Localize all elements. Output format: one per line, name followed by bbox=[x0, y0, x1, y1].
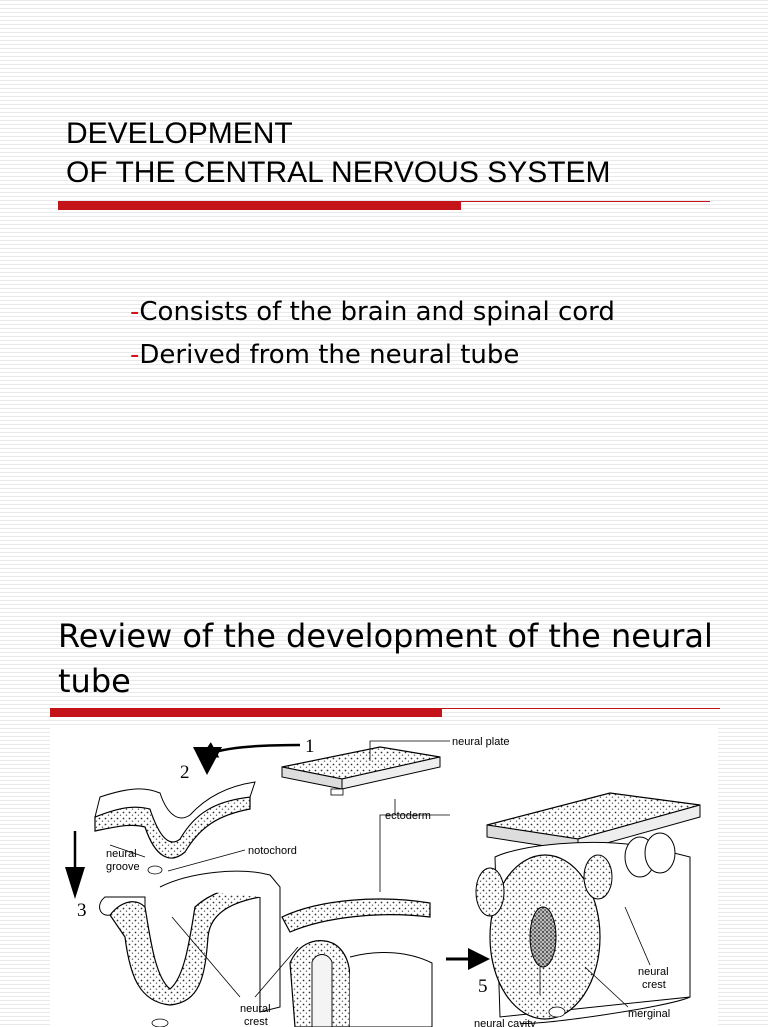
closing-tube-stage bbox=[99, 870, 281, 1027]
label-neural-plate: neural plate bbox=[452, 736, 510, 748]
neural-tube-diagram: 1 2 3 5 neural plate ectoderm notochord … bbox=[50, 727, 718, 1027]
step-arrow-2 bbox=[193, 747, 222, 775]
step-number: 1 bbox=[305, 736, 315, 757]
slide-title-line-1: DEVELOPMENT bbox=[66, 117, 293, 150]
label-neural-crest-right-2: crest bbox=[642, 979, 666, 991]
neural-tube-forming-stage bbox=[281, 898, 433, 1027]
neural-tube-stage bbox=[475, 792, 701, 1025]
step-number: 2 bbox=[180, 762, 190, 783]
label-neural-groove-1: neural bbox=[106, 848, 137, 860]
label-neural-groove-2: groove bbox=[106, 861, 140, 873]
label-neural-crest-2: crest bbox=[244, 1016, 268, 1027]
label-neural-cavity: neural cavity bbox=[474, 1018, 536, 1027]
label-notochord: notochord bbox=[248, 845, 297, 857]
label-ectoderm: ectoderm bbox=[385, 810, 431, 822]
slide-title: DEVELOPMENT OF THE CENTRAL NERVOUS SYSTE… bbox=[66, 114, 611, 192]
neural-groove-stage bbox=[94, 781, 256, 875]
neural-plate-stage bbox=[281, 746, 441, 796]
slide-title-line-2: OF THE CENTRAL NERVOUS SYSTEM bbox=[66, 156, 611, 189]
title-underline-accent bbox=[58, 201, 461, 210]
bullet-text: Consists of the brain and spinal cord bbox=[139, 297, 615, 327]
label-neural-crest-1: neural bbox=[240, 1003, 271, 1015]
bullet-item: -Consists of the brain and spinal cord bbox=[130, 291, 615, 334]
slide-1: DEVELOPMENT OF THE CENTRAL NERVOUS SYSTE… bbox=[58, 114, 710, 377]
title-underline-accent bbox=[50, 708, 442, 717]
slide-title: Review of the development of the neural … bbox=[58, 617, 713, 700]
bullet-list: -Consists of the brain and spinal cord -… bbox=[130, 291, 615, 377]
slide-2: Review of the development of the neural … bbox=[0, 560, 768, 1027]
leader-lines bbox=[109, 740, 651, 1008]
label-merginal: merginal bbox=[628, 1008, 670, 1020]
bullet-dash: - bbox=[130, 297, 140, 327]
bullet-text: Derived from the neural tube bbox=[139, 340, 520, 370]
bullet-item: -Derived from the neural tube bbox=[130, 334, 615, 377]
step-number: 5 bbox=[478, 976, 488, 997]
neural-tube-illustration: 1 2 3 5 neural plate ectoderm notochord … bbox=[65, 736, 701, 1027]
bullet-dash: - bbox=[130, 340, 140, 370]
step-number: 3 bbox=[77, 900, 87, 921]
label-neural-crest-right-1: neural bbox=[638, 966, 669, 978]
